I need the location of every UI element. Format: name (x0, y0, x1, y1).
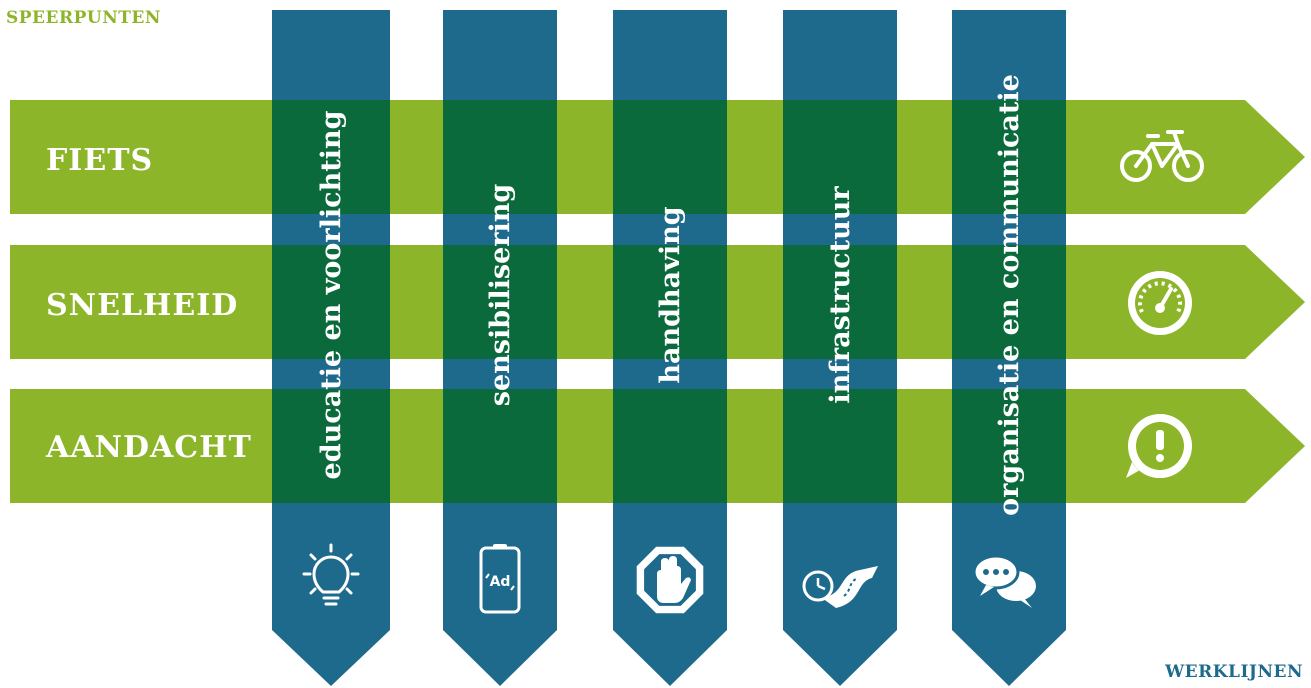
column-label-organisatie: organisatie en communicatie (993, 74, 1025, 516)
overlap-cell-1-1 (443, 245, 557, 359)
overlap-cell-0-2 (613, 100, 727, 214)
stop-hand-icon (636, 546, 704, 614)
overlap-cell-1-0 (272, 245, 390, 359)
overlap-cell-0-4 (952, 100, 1066, 214)
overlap-cell-0-0 (272, 100, 390, 214)
overlap-cell-0-1 (443, 100, 557, 214)
column-label-handhaving: handhaving (654, 206, 686, 384)
road-timer-icon (802, 566, 878, 608)
overlap-cell-1-3 (783, 245, 897, 359)
overlap-cell-2-4 (952, 389, 1066, 503)
overlap-cell-1-4 (952, 245, 1066, 359)
werklijnen-heading: WERKLIJNEN (1165, 662, 1303, 682)
advertisement-icon: Ad (479, 544, 521, 614)
speerpunten-heading: SPEERPUNTEN (6, 8, 161, 28)
attention-icon (1126, 414, 1192, 478)
bicycle-icon (1120, 130, 1204, 182)
column-label-infrastructuur: infrastructuur (824, 186, 856, 404)
chat-bubbles-icon (972, 554, 1036, 608)
overlap-cell-1-2 (613, 245, 727, 359)
overlap-cell-2-3 (783, 389, 897, 503)
row-label-snelheid: SNELHEID (46, 288, 239, 323)
overlap-cell-2-2 (613, 389, 727, 503)
row-label-fiets: FIETS (46, 143, 154, 178)
overlap-cell-0-3 (783, 100, 897, 214)
lightbulb-icon (302, 543, 360, 606)
svg-text:Ad: Ad (490, 574, 511, 590)
overlap-cell-2-0 (272, 389, 390, 503)
speedometer-icon (1128, 271, 1192, 335)
column-label-educatie: educatie en voorlichting (315, 110, 347, 480)
column-label-sensibilisering: sensibilisering (484, 183, 516, 407)
row-label-aandacht: AANDACHT (46, 430, 252, 465)
overlap-cell-2-1 (443, 389, 557, 503)
